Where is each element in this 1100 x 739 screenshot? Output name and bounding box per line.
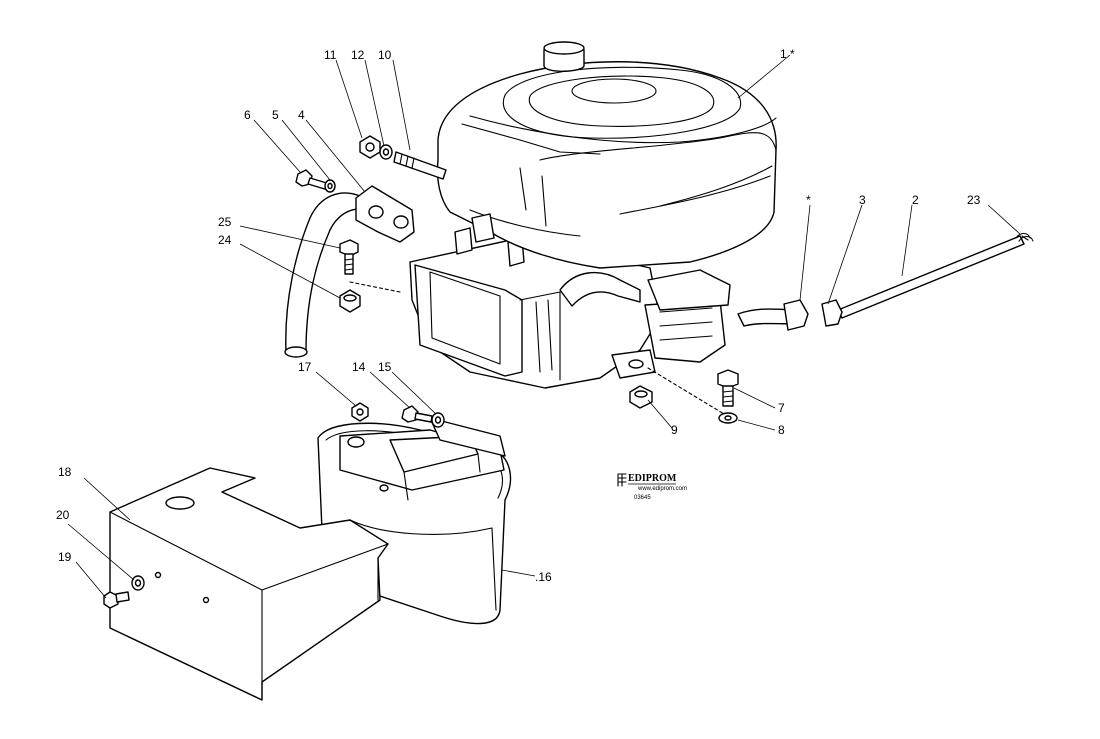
washer-part [324, 179, 336, 193]
watermark-tagline: www.ediprom.com [637, 486, 687, 492]
callout-2: 2 [912, 193, 919, 207]
nut-part [629, 385, 653, 409]
callout-25: 25 [218, 215, 232, 229]
nut-part [359, 135, 381, 159]
callout-23: 23 [967, 193, 981, 207]
alignment-lines [349, 281, 725, 415]
callout-16: .16 [535, 570, 552, 584]
callout-9: 9 [671, 423, 678, 437]
callout-18: 18 [58, 465, 72, 479]
callout-10: 10 [378, 48, 392, 62]
stud-part [393, 151, 447, 180]
callout-11: 11 [324, 48, 337, 62]
bolt-part [339, 239, 359, 275]
callout-8: 8 [778, 423, 785, 437]
callout-17: 17 [298, 360, 312, 374]
callout-19: 19 [58, 550, 72, 564]
callout-12: 12 [351, 48, 365, 62]
engine-part [409, 41, 777, 389]
bolt-part [401, 405, 433, 423]
callout-6: 6 [244, 108, 251, 122]
ediprom-logo-icon [617, 473, 627, 487]
ediprom-watermark: EDIPROM www.ediprom.com 03645 [617, 473, 687, 501]
washer-part [379, 144, 393, 160]
bolt-part [717, 369, 739, 407]
callout-14: 14 [352, 360, 366, 374]
callout-7: 7 [778, 401, 785, 415]
callout-labels: 1 * 2 3 * 23 11 12 10 6 5 4 25 24 17 14 … [56, 47, 981, 584]
callout-24: 24 [218, 233, 232, 247]
nut-part [351, 402, 369, 422]
callout-star: * [806, 193, 811, 207]
callout-20: 20 [56, 508, 70, 522]
fuel-line-part [737, 232, 1034, 331]
callout-15: 15 [378, 360, 392, 374]
callout-1: 1 * [780, 47, 795, 61]
nut-part [339, 289, 361, 313]
exhaust-flange-gasket-part [355, 185, 415, 243]
watermark-code: 03645 [634, 495, 651, 501]
watermark-brand: EDIPROM [628, 473, 677, 484]
bolt-part [103, 591, 130, 609]
washer-part [131, 575, 145, 591]
washer-part [718, 412, 738, 424]
washer-part [431, 412, 445, 428]
callout-5: 5 [272, 108, 279, 122]
callout-3: 3 [859, 193, 866, 207]
leader-lines [67, 54, 1021, 599]
heat-shield-part [109, 467, 389, 701]
callout-4: 4 [298, 108, 305, 122]
